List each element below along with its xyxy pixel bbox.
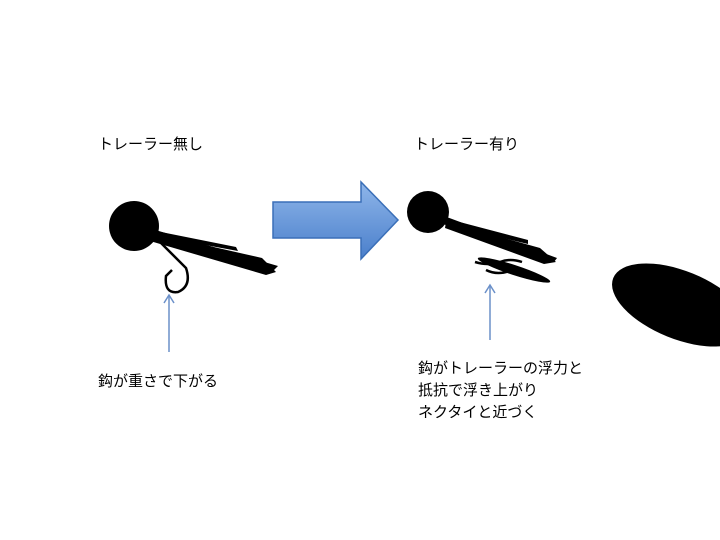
right-title: トレーラー有り — [414, 135, 520, 153]
jig-head — [407, 191, 449, 233]
skirt-tie — [443, 216, 557, 264]
lure-with-trailer — [407, 191, 557, 283]
right-caption-line-3: ネクタイと近づく — [418, 403, 538, 421]
hook — [155, 237, 189, 294]
pointer-arrow-right — [484, 283, 496, 340]
transition-arrow — [272, 180, 400, 261]
pointer-arrow-left — [163, 293, 175, 352]
right-caption-line-1: 鈎がトレーラーの浮力と — [418, 359, 584, 377]
trailer — [474, 257, 551, 283]
skirt-tie — [150, 229, 278, 275]
right-caption: 鈎がトレーラーの浮力と 抵抗で浮き上がり ネクタイと近づく — [418, 357, 583, 423]
black-ellipse-shape — [612, 263, 720, 347]
jig-head — [109, 201, 159, 251]
left-title: トレーラー無し — [98, 135, 204, 153]
left-caption: 鈎が重さで下がる — [98, 372, 219, 390]
lure-without-trailer — [109, 201, 278, 294]
right-caption-line-2: 抵抗で浮き上がり — [418, 381, 539, 399]
